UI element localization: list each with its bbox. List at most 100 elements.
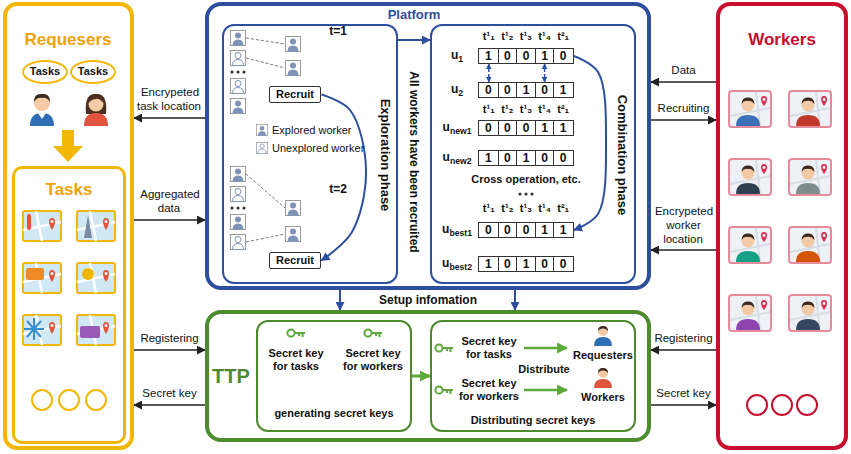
bit-value: 1 — [523, 258, 530, 271]
text-holder: 0 — [516, 223, 535, 237]
text-holder: 1 — [479, 257, 498, 271]
text-holder: 1 — [553, 121, 572, 135]
task-bubble: Tasks — [70, 60, 116, 84]
node-text: Tasks — [46, 180, 93, 199]
column-header: t¹₂ — [501, 30, 513, 42]
worker-icon — [286, 61, 301, 76]
exploration-box: RecruitRecruitExploration phase — [222, 24, 398, 284]
bit-value: 0 — [541, 84, 548, 97]
bit-value: 0 — [560, 258, 567, 271]
label-holder: t=2 — [329, 182, 347, 196]
bit-value: 0 — [560, 50, 567, 63]
column-header: t¹₂ — [501, 103, 513, 115]
recruit-box: Recruit — [269, 252, 322, 269]
text-holder: Recruit — [276, 254, 314, 267]
label-holder: u2 — [451, 82, 463, 99]
node-text: Requesers — [25, 30, 112, 49]
worker-icon — [256, 142, 267, 153]
label-holder: t¹₁ — [483, 103, 495, 116]
ellipsis-dots — [230, 70, 245, 73]
edge-label-holder: Data — [652, 64, 715, 78]
transition-note: All workers have been recruited — [407, 71, 421, 252]
distribute-arrow — [524, 347, 567, 350]
legend-item: Unexplored worker — [256, 142, 364, 154]
text-holder: 0 — [553, 151, 572, 165]
worker-icon — [256, 124, 267, 135]
bit-value: 0 — [485, 84, 492, 97]
worker-photo — [729, 159, 771, 195]
bit-value: 0 — [504, 122, 511, 135]
bit-value: 0 — [523, 50, 530, 63]
column-header: t¹₂ — [501, 202, 513, 214]
label-holder: unew2 — [443, 150, 472, 167]
arrow-connector — [134, 349, 205, 351]
bit-value: 1 — [523, 152, 530, 165]
text-holder: Secret key for tasks — [260, 347, 332, 373]
text-holder: 0 — [498, 83, 517, 97]
label-holder: ubest1 — [442, 222, 472, 239]
bit-value: 1 — [523, 84, 530, 97]
row-name: u2 — [451, 82, 463, 96]
edge-label: Encrypeted worker location — [654, 205, 713, 245]
worker-icon — [231, 215, 246, 230]
column-header: t²₁ — [557, 30, 569, 42]
column-header: t¹₁ — [483, 30, 495, 42]
text-holder: Platform — [388, 7, 441, 23]
bit-value: 1 — [560, 224, 567, 237]
node-text: TTP — [212, 365, 250, 387]
column-header: t¹₄ — [538, 103, 551, 115]
node-text: Secret key for workers — [459, 377, 519, 402]
more-circle — [747, 395, 767, 415]
label-holder: t¹₁ — [483, 202, 495, 215]
operation-note: Cross operation, etc. — [471, 173, 580, 185]
worker-icon — [231, 235, 246, 250]
edge-label: Registering — [653, 332, 713, 344]
text-holder: 0 — [498, 257, 517, 271]
task-icon — [77, 211, 115, 241]
arrow-connector — [651, 119, 716, 121]
text-holder: TTP — [212, 364, 250, 388]
task-glyph — [27, 214, 31, 230]
flow-arrow — [53, 130, 83, 162]
bit-value: 0 — [504, 258, 511, 271]
legend-sample — [256, 124, 268, 136]
text-holder: Secret key for workers — [337, 347, 409, 373]
text-holder: Distributing secret keys — [471, 414, 596, 427]
bit-value: 1 — [485, 258, 492, 271]
arrow-connector — [651, 404, 716, 406]
dashed-link — [246, 174, 285, 242]
text-holder: 0 — [479, 83, 498, 97]
requester-icon — [594, 326, 612, 346]
label-holder: t¹₄ — [538, 30, 551, 43]
legend-text: Unexplored worker — [272, 142, 364, 154]
task-icon — [77, 263, 115, 293]
node-text: Requesters — [573, 349, 633, 361]
requester-panel: TasksTasksTasksRequesers — [3, 2, 134, 450]
distribution-box: Secret key for tasksDistributeRequesters… — [430, 320, 636, 432]
bit-value: 0 — [541, 152, 548, 165]
node-text: Secret key for tasks — [268, 347, 323, 372]
time-step: t=1 — [329, 24, 347, 38]
text-holder: Requesers — [7, 30, 129, 50]
node-text: Recruit — [276, 88, 314, 100]
text-holder: 1 — [479, 151, 498, 165]
text-holder: Requesters — [573, 349, 633, 362]
label-holder: t¹₃ — [520, 202, 532, 215]
label-holder: t²₁ — [557, 30, 569, 43]
bit-value: 0 — [485, 224, 492, 237]
node-text: generating secret keys — [274, 407, 393, 419]
label-holder: t¹₃ — [520, 30, 532, 43]
edge-label: Registering — [139, 332, 199, 344]
text-holder: 0 — [498, 121, 517, 135]
key-icon — [364, 329, 382, 337]
bit-row: 00011 — [478, 222, 574, 238]
key-icon — [287, 329, 305, 337]
arrow-connector — [651, 81, 716, 83]
label-holder: t¹₁ — [483, 30, 495, 43]
label-holder: All workers have been recruited — [407, 71, 421, 252]
edge-label-holder: Registering — [135, 332, 204, 346]
edge-label: Secret key — [141, 387, 197, 399]
label-holder: t¹₃ — [520, 103, 532, 116]
edge-label: Data — [670, 64, 696, 76]
